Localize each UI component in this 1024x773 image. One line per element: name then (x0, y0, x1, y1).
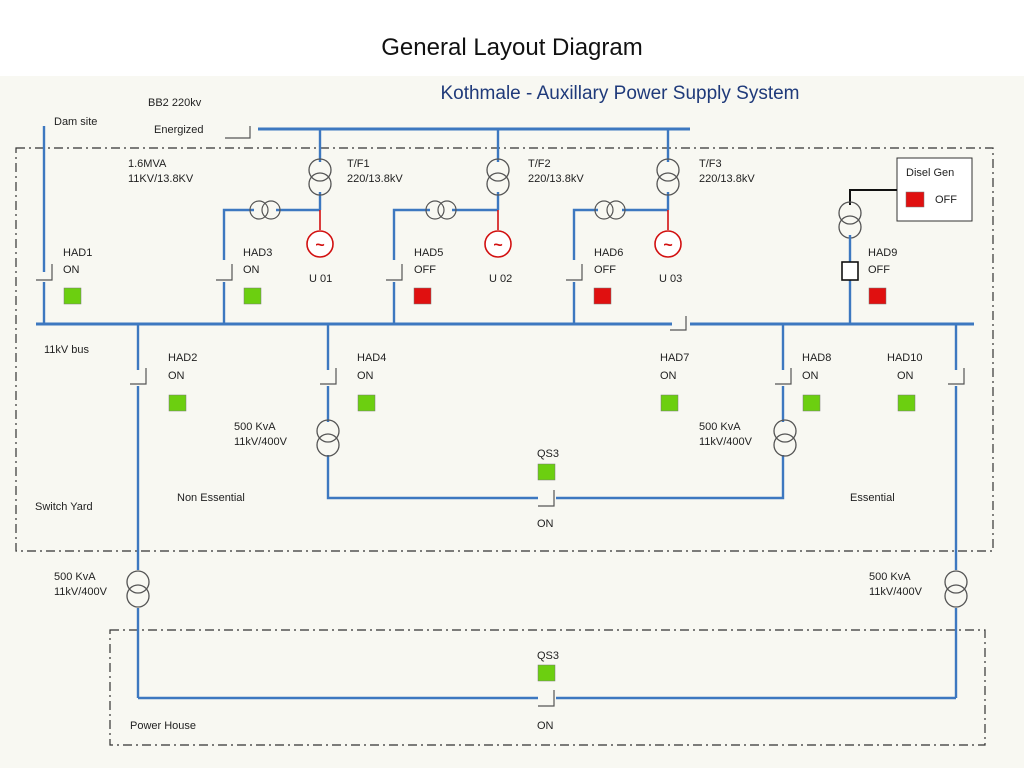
had7-state: ON (660, 370, 677, 382)
power-supply-diagram: ~ Kothmale - Auxillary Power Supply Syst… (15, 83, 994, 746)
had6-status-indicator[interactable] (593, 287, 612, 305)
tf1-rating: 220/13.8kV (347, 173, 403, 185)
tx-500-left-rating: 500 KvA (54, 571, 96, 583)
tx-500-essential-rating: 500 KvA (699, 421, 741, 433)
tx-500-left-voltage: 11kV/400V (54, 586, 108, 598)
had1-name: HAD1 (63, 247, 92, 259)
essential-label: Essential (850, 492, 895, 504)
had8-name: HAD8 (802, 352, 831, 364)
had5-status-indicator[interactable] (413, 287, 432, 305)
switch-yard-label: Switch Yard (35, 501, 93, 513)
bb2-label: BB2 220kv (148, 97, 202, 109)
qs3-upper-state: ON (537, 518, 554, 530)
had3-state: ON (243, 264, 260, 276)
tx-16mva-ratio: 11KV/13.8KV (128, 173, 194, 185)
tx-16mva-label: 1.6MVA (128, 158, 167, 170)
tf2-name: T/F2 (528, 158, 551, 170)
had5-state: OFF (414, 264, 436, 276)
had10-state: ON (897, 370, 914, 382)
tf2-rating: 220/13.8kV (528, 173, 584, 185)
had9-state: OFF (868, 264, 890, 276)
qs3-lower-status-indicator[interactable] (537, 664, 556, 682)
qs3-upper-status-indicator[interactable] (537, 463, 556, 481)
energized-label: Energized (154, 124, 204, 136)
had10-status-indicator[interactable] (897, 394, 916, 412)
diesel-gen-panel[interactable] (896, 157, 973, 222)
diesel-gen-state: OFF (935, 194, 957, 206)
qs3-lower-name: QS3 (537, 650, 559, 662)
slide-title: General Layout Diagram (381, 34, 643, 61)
tx-500-nonessential-voltage: 11kV/400V (234, 436, 288, 448)
had4-state: ON (357, 370, 374, 382)
unit-u03-label: U 03 (659, 273, 682, 285)
power-house-label: Power House (130, 720, 196, 732)
diesel-gen-label: Disel Gen (906, 167, 954, 179)
had2-name: HAD2 (168, 352, 197, 364)
had2-state: ON (168, 370, 185, 382)
bus-11kv-label: 11kV bus (44, 344, 90, 356)
generator-u01-icon (306, 230, 334, 258)
had7-name: HAD7 (660, 352, 689, 364)
had8-status-indicator[interactable] (802, 394, 821, 412)
had10-name: HAD10 (887, 352, 922, 364)
had3-status-indicator[interactable] (243, 287, 262, 305)
had1-status-indicator[interactable] (63, 287, 82, 305)
had3-name: HAD3 (243, 247, 272, 259)
unit-u02-label: U 02 (489, 273, 512, 285)
had8-state: ON (802, 370, 819, 382)
tf3-name: T/F3 (699, 158, 722, 170)
power-house-boundary (109, 629, 986, 746)
had9-breaker[interactable] (841, 261, 859, 281)
had9-name: HAD9 (868, 247, 897, 259)
had6-name: HAD6 (594, 247, 623, 259)
had4-status-indicator[interactable] (357, 394, 376, 412)
tx-500-right-rating: 500 KvA (869, 571, 911, 583)
tx-500-nonessential-rating: 500 KvA (234, 421, 276, 433)
had4-name: HAD4 (357, 352, 386, 364)
had5-name: HAD5 (414, 247, 443, 259)
tx-500-essential-voltage: 11kV/400V (699, 436, 753, 448)
unit-u01-label: U 01 (309, 273, 332, 285)
qs3-lower-state: ON (537, 720, 554, 732)
diagram-panel: ~ Kothmale - Auxillary Power Supply Syst… (0, 76, 1024, 768)
had1-state: ON (63, 264, 80, 276)
had7-status-indicator[interactable] (660, 394, 679, 412)
had9-status-indicator[interactable] (868, 287, 887, 305)
generator-u02-icon (484, 230, 512, 258)
tf3-rating: 220/13.8kV (699, 173, 755, 185)
diagram-title: Kothmale - Auxillary Power Supply System (440, 83, 799, 104)
generator-u03-icon (654, 230, 682, 258)
had2-status-indicator[interactable] (168, 394, 187, 412)
non-essential-label: Non Essential (177, 492, 245, 504)
diesel-gen-status-indicator[interactable] (905, 191, 925, 208)
qs3-upper-name: QS3 (537, 448, 559, 460)
tx-500-right-voltage: 11kV/400V (869, 586, 923, 598)
switch-yard-boundary (15, 147, 994, 552)
had6-state: OFF (594, 264, 616, 276)
dam-site-label: Dam site (54, 116, 97, 128)
tf1-name: T/F1 (347, 158, 370, 170)
